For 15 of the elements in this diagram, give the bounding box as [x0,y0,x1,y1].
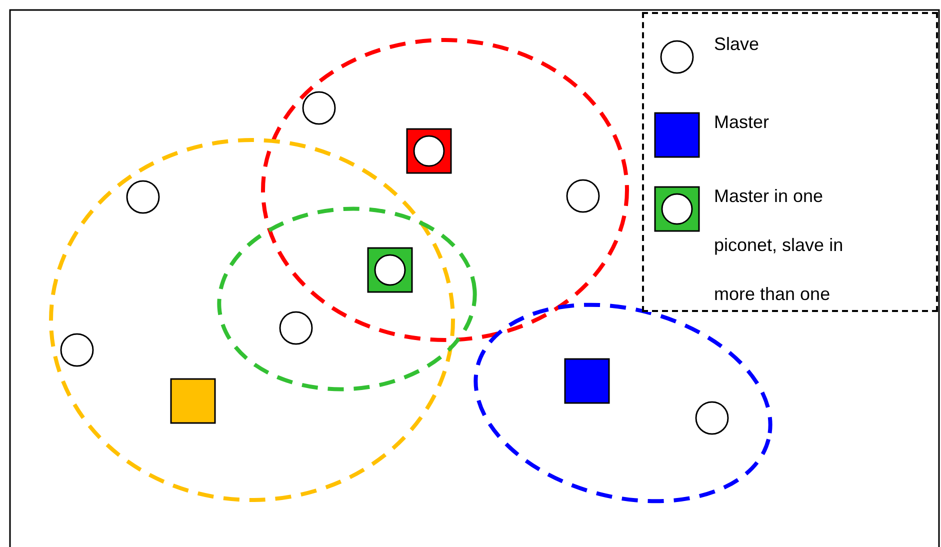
piconet-ellipse [474,302,772,504]
piconet-ellipse [217,206,477,392]
master-square [170,378,216,424]
master-square [564,358,610,404]
legend-label: Master [714,111,770,134]
piconet-ellipse [49,138,455,502]
master-slave-square [367,247,413,293]
master-slave-square [406,128,452,174]
slave-circle [60,333,94,367]
slave-circle [302,91,336,125]
slave-circle [695,401,729,435]
slave-circle [566,179,600,213]
legend-label: Master in one piconet, slave in more than one [714,185,844,306]
legend-label: Slave [714,33,760,56]
slave-circle [126,180,160,214]
